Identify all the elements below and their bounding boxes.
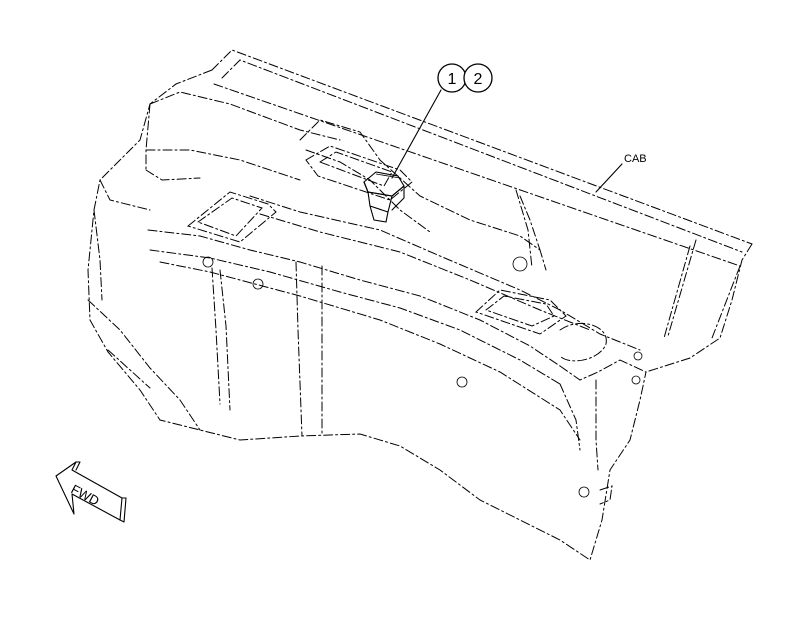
cab-label: CAB — [624, 153, 647, 165]
callout-bubble-1[interactable]: 1 — [437, 63, 467, 93]
callout-leader-line — [391, 89, 442, 179]
callout-bubble-2[interactable]: 2 — [463, 63, 493, 93]
rocker-switch — [363, 171, 405, 223]
cab-label-group: CAB — [595, 153, 647, 193]
callout-group: 1 2 — [391, 63, 493, 179]
callout-number-1: 1 — [448, 71, 457, 88]
callout-number-2: 2 — [474, 71, 483, 88]
cab-leader-line — [595, 163, 623, 193]
fwd-arrow-icon: FWD — [55, 461, 127, 523]
cab-body-outline — [87, 49, 753, 561]
